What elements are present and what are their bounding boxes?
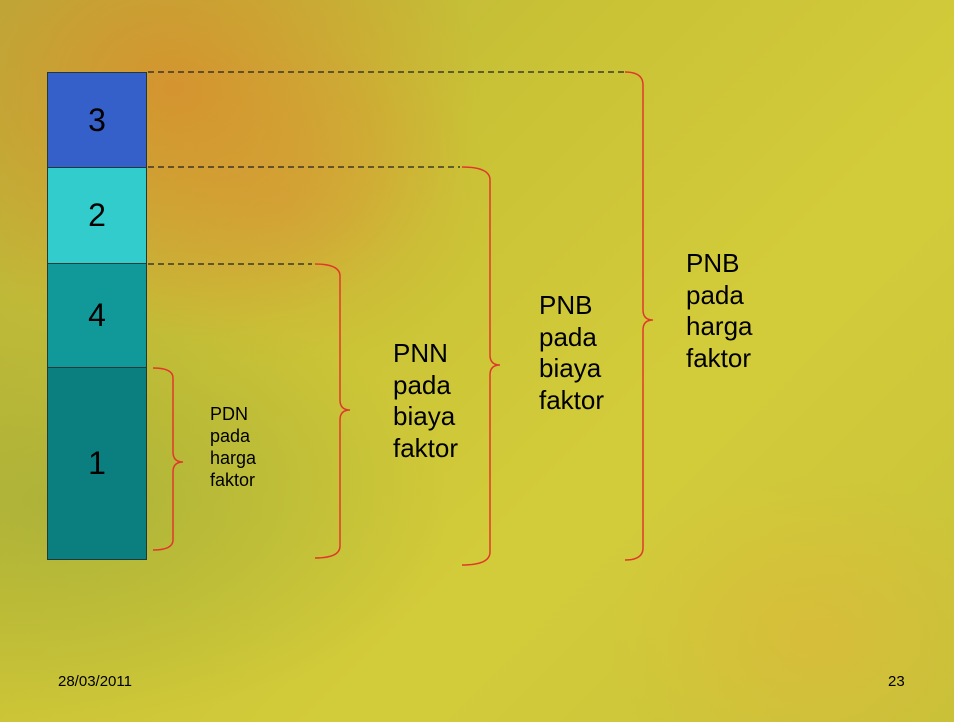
label-pnb-harga-line-1: PNB (686, 248, 740, 278)
label-pnb-biaya-line-2: pada (539, 321, 597, 352)
footer-page-number: 23 (888, 673, 905, 690)
footer-date: 28/03/2011 (58, 673, 132, 690)
brace-pnb-biaya (461, 166, 501, 566)
label-pnn-line-1: PNN (393, 338, 448, 368)
label-pdn-harga-faktor: PDN pada harga faktor (210, 404, 256, 492)
label-pdn-line-4: faktor (210, 469, 256, 490)
label-pnb-biaya-line-1: PNB (539, 290, 593, 320)
label-pnn-line-4: faktor (393, 433, 459, 464)
segment-1: 1 (47, 367, 147, 560)
label-pnb-harga-faktor: PNB pada harga faktor (686, 248, 753, 375)
label-pdn-line-2: pada (210, 425, 251, 446)
label-pnb-harga-line-3: harga (686, 311, 753, 342)
label-pdn-line-3: harga (210, 447, 257, 468)
brace-pnn (314, 263, 351, 559)
segment-2: 2 (47, 167, 147, 264)
brace-pdn (152, 367, 184, 551)
label-pnn-biaya-faktor: PNN pada biaya faktor (393, 338, 458, 465)
segment-3: 3 (47, 72, 147, 168)
label-pnb-biaya-faktor: PNB pada biaya faktor (539, 290, 604, 417)
label-pnb-biaya-line-3: biaya (539, 353, 602, 384)
label-pdn-line-1: PDN (210, 404, 249, 424)
label-pnn-line-2: pada (393, 369, 451, 400)
brace-pnb-harga (624, 71, 654, 561)
label-pnb-harga-line-4: faktor (686, 343, 752, 374)
label-pnn-line-3: biaya (393, 401, 456, 432)
label-pnb-harga-line-2: pada (686, 279, 744, 310)
label-pnb-biaya-line-4: faktor (539, 385, 605, 416)
segment-4: 4 (47, 263, 147, 368)
